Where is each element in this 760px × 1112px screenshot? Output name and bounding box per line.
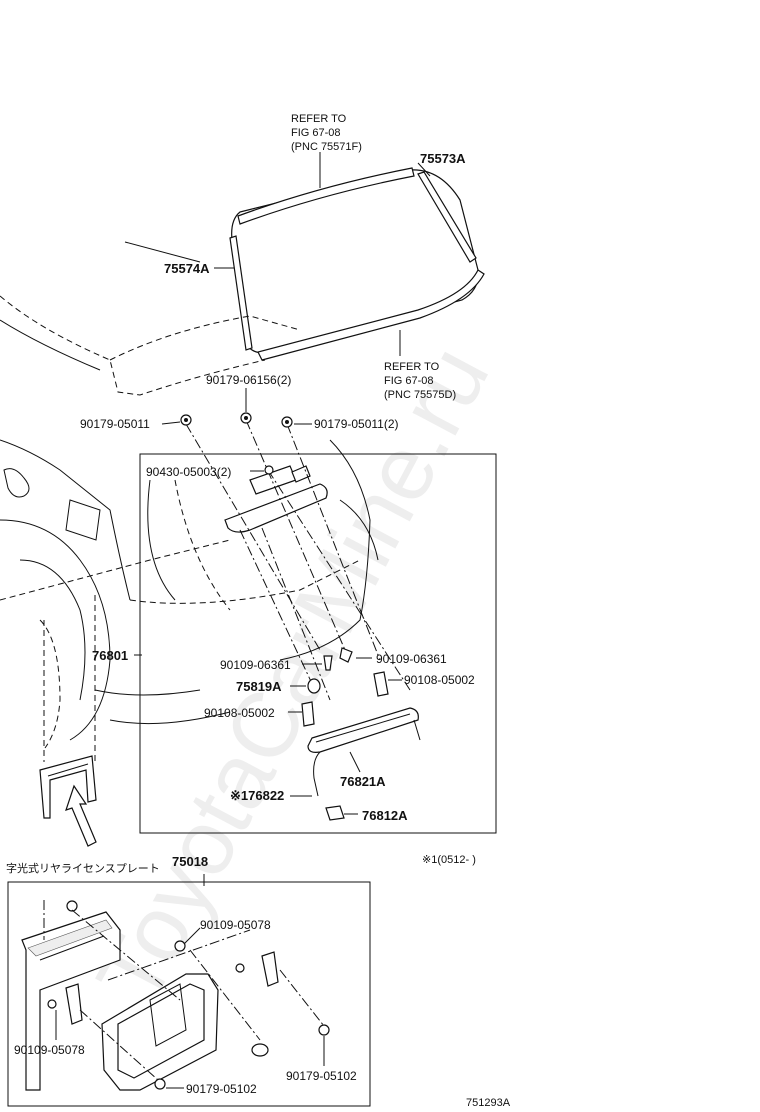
pointer-arrow [65, 784, 97, 847]
label-75018: 75018 [172, 854, 208, 869]
clip-90108-05002-right [373, 671, 389, 697]
label-76801: 76801 [92, 648, 128, 663]
label-75573A: 75573A [420, 151, 466, 166]
refer-bottom-line1: REFER TO [384, 361, 440, 373]
label-75819A: 75819A [236, 679, 282, 694]
lower-molding [257, 269, 485, 361]
refer-top-line2: FIG 67-08 [291, 127, 341, 139]
clip-90108-05002-left [301, 701, 315, 727]
clip-90430-05003 [264, 465, 274, 475]
detail-box-upper [139, 453, 497, 834]
molding-75573A [417, 171, 477, 263]
upper-molding [237, 167, 415, 225]
rear-window-glass [231, 169, 479, 354]
license-plate-lamp-housing [21, 911, 121, 1091]
footnote-date-range: ※1(0512- ) [422, 854, 476, 866]
label-90108-05002-left: 90108-05002 [204, 706, 275, 720]
label-90430-05003: 90430-05003(2) [146, 465, 231, 479]
socket-76812A [325, 805, 345, 821]
label-90179-06156: 90179-06156(2) [206, 373, 291, 387]
vehicle-body-outline [0, 241, 379, 749]
molding-75574A [229, 235, 253, 351]
label-176822: ※176822 [230, 788, 284, 803]
label-90109-06361-left: 90109-06361 [220, 658, 291, 672]
fasteners-lower [47, 900, 330, 1090]
refer-top-line3: (PNC 75571F) [291, 141, 362, 153]
label-76821A: 76821A [340, 774, 386, 789]
label-90179-05102-right: 90179-05102 [286, 1069, 357, 1083]
label-90109-05078-left: 90109-05078 [14, 1043, 85, 1057]
clip-90179-06156 [240, 412, 252, 424]
label-76812A: 76812A [362, 808, 408, 823]
label-90179-05011-left: 90179-05011 [80, 417, 150, 431]
clip-90179-05011-left [180, 414, 192, 426]
detail-box-lower [7, 881, 371, 1107]
label-90109-06361-right: 90109-06361 [376, 652, 447, 666]
lower-guides [43, 900, 325, 1081]
license-plate-bracket [39, 755, 97, 819]
label-90179-05102-bottom: 90179-05102 [186, 1082, 257, 1096]
clip-90179-05011-right [281, 416, 293, 428]
label-90179-05011-right: 90179-05011(2) [314, 417, 399, 431]
screw-90109-06361-left [323, 655, 333, 671]
clip-75819A [307, 678, 321, 694]
bracket-left [65, 983, 83, 1025]
garnish-76801 [224, 465, 328, 533]
refer-top-line1: REFER TO [291, 113, 347, 125]
refer-bottom-line2: FIG 67-08 [384, 375, 434, 387]
bracket-right [261, 951, 279, 987]
refer-bottom-line3: (PNC 75575D) [384, 389, 456, 401]
figure-id: 751293A [466, 1097, 511, 1109]
screw-90109-06361-right [339, 647, 353, 663]
lamp-76821A [307, 707, 421, 753]
assembly-guides [43, 419, 411, 762]
label-90109-05078-top: 90109-05078 [200, 918, 271, 932]
label-90108-05002-right: 90108-05002 [404, 673, 475, 687]
wire-176822 [313, 751, 321, 797]
license-plate-frame [101, 973, 219, 1091]
japanese-caption: 字光式リヤライセンスプレート [6, 861, 160, 875]
leader-lines [55, 152, 431, 1089]
label-75574A: 75574A [164, 261, 210, 276]
